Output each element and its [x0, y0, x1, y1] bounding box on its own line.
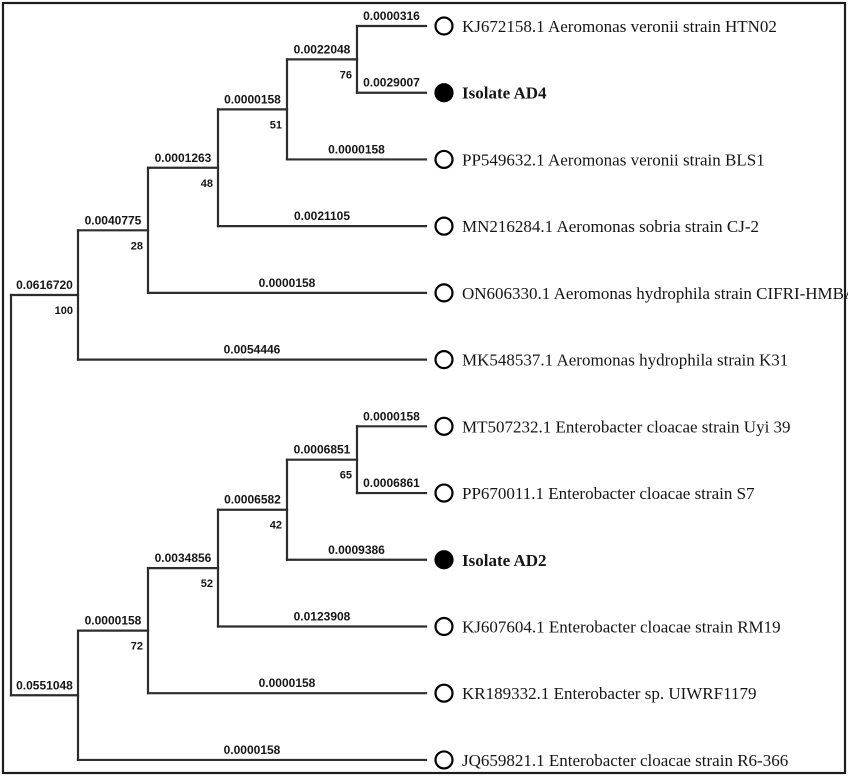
- taxon-marker-open-icon: [434, 216, 454, 236]
- bootstrap-value-label: 42: [270, 520, 282, 532]
- branch-length-label: 0.0021105: [294, 209, 350, 223]
- bootstrap-value-label: 52: [201, 578, 213, 590]
- branch-length-label: 0.0551048: [16, 678, 73, 692]
- branch-length-label: 0.0006851: [294, 443, 351, 457]
- taxon-marker-open-icon: [434, 149, 454, 170]
- isolate-marker-filled-icon: [434, 83, 454, 103]
- branch-length-label: 0.0000158: [224, 92, 281, 106]
- taxon-marker-open-icon: [434, 16, 454, 36]
- taxon-label: MK548537.1 Aeromonas hydrophila strain K…: [462, 351, 788, 370]
- isolate-label: Isolate AD4: [462, 84, 547, 103]
- branch-length-label: 0.0123908: [294, 609, 351, 623]
- taxon-label: ON606330.1 Aeromonas hydrophila strain C…: [462, 284, 848, 303]
- branch-length-label: 0.0009386: [328, 543, 385, 557]
- branch-length-label: 0.0000158: [85, 614, 142, 628]
- branch-length-label: 0.0000158: [363, 409, 420, 423]
- taxon-label: PP549632.1 Aeromonas veronii strain BLS1: [462, 150, 765, 169]
- taxon-label: MT507232.1 Enterobacter cloacae strain U…: [462, 417, 791, 436]
- branch-length-label: 0.0000158: [224, 743, 281, 757]
- branch-length-label: 0.0000158: [259, 676, 316, 690]
- branch-length-label: 0.0040775: [85, 213, 142, 227]
- taxon-label: MN216284.1 Aeromonas sobria strain CJ-2: [462, 217, 759, 236]
- taxon-label: PP670011.1 Enterobacter cloacae strain S…: [462, 484, 755, 503]
- taxon-marker-open-icon: [434, 350, 454, 370]
- bootstrap-value-label: 76: [340, 69, 352, 81]
- branch-length-label: 0.0054446: [224, 343, 281, 357]
- branch-length-label: 0.0029007: [363, 76, 420, 90]
- branch-length-label: 0.0000158: [259, 276, 316, 290]
- bootstrap-value-label: 28: [131, 240, 143, 252]
- branch-length-label: 0.0000158: [328, 142, 385, 156]
- taxon-label: KJ607604.1 Enterobacter cloacae strain R…: [462, 617, 781, 636]
- bootstrap-value-label: 51: [270, 119, 282, 131]
- branch-length-label: 0.0006582: [224, 493, 281, 507]
- bootstrap-value-label: 48: [201, 178, 213, 190]
- taxon-label: JQ659821.1 Enterobacter cloacae strain R…: [462, 751, 788, 770]
- taxon-label: KJ672158.1 Aeromonas veronii strain HTN0…: [462, 17, 777, 36]
- branch-length-label: 0.0006861: [363, 476, 420, 490]
- taxon-marker-open-icon: [434, 483, 454, 503]
- branch-length-label: 0.0001263: [155, 151, 212, 165]
- isolate-label: Isolate AD2: [462, 551, 547, 570]
- bootstrap-value-label: 72: [131, 641, 143, 653]
- taxon-marker-open-icon: [434, 416, 454, 436]
- branch-length-label: 0.0616720: [16, 278, 73, 292]
- branch-length-label: 0.0034856: [155, 551, 212, 565]
- bootstrap-value-label: 65: [340, 470, 352, 482]
- branch-length-label: 0.0022048: [294, 42, 351, 56]
- taxon-marker-open-icon: [434, 283, 454, 303]
- taxon-marker-open-icon: [434, 750, 454, 770]
- taxon-marker-open-icon: [434, 616, 454, 637]
- taxon-label: KR189332.1 Enterobacter sp. UIWRF1179: [462, 684, 756, 703]
- branch-length-label: 0.0000316: [363, 9, 420, 23]
- taxon-marker-open-icon: [434, 683, 454, 703]
- bootstrap-value-label: 100: [55, 305, 73, 317]
- isolate-marker-filled-icon: [434, 550, 454, 570]
